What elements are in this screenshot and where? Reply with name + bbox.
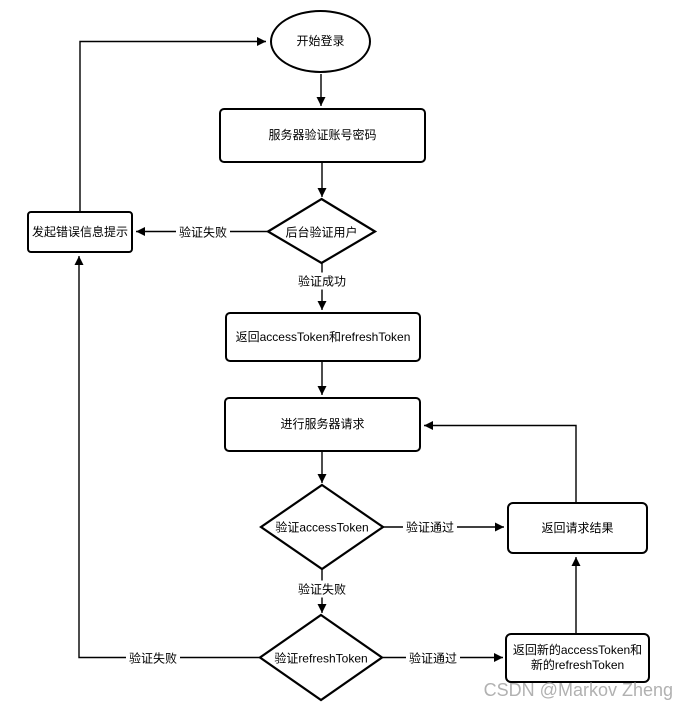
node-backend-verify-user-label: 后台验证用户 bbox=[285, 225, 358, 239]
edge-label-backend-success: 验证成功 bbox=[294, 272, 350, 290]
node-return-new-tokens-line1: 返回新的accessToken和 bbox=[512, 643, 643, 657]
node-return-new-tokens-line2: 新的refreshToken bbox=[530, 658, 625, 672]
node-return-tokens: 返回accessToken和refreshToken bbox=[225, 312, 421, 362]
node-return-result: 返回请求结果 bbox=[507, 502, 648, 554]
node-verify-refresh-token-label: 验证refreshToken bbox=[274, 651, 368, 665]
diamond-verify-refresh-token-shape bbox=[258, 613, 384, 702]
node-verify-access-token-label: 验证accessToken bbox=[275, 520, 369, 535]
node-return-new-tokens-label: 返回新的accessToken和 新的refreshToken bbox=[513, 643, 642, 673]
node-verify-account: 服务器验证账号密码 bbox=[219, 108, 426, 163]
diamond-verify-access-token-shape bbox=[259, 483, 385, 571]
node-error-prompt: 发起错误信息提示 bbox=[27, 211, 133, 253]
edge-return-result-to-server-request bbox=[424, 421, 577, 502]
edge-label-refresh-fail: 验证失败 bbox=[125, 649, 181, 666]
node-error-prompt-label: 发起错误信息提示 bbox=[31, 224, 128, 239]
edge-label-access-fail: 验证失败 bbox=[294, 580, 350, 598]
node-return-new-tokens: 返回新的accessToken和 新的refreshToken bbox=[505, 633, 650, 683]
node-return-result-label: 返回请求结果 bbox=[541, 520, 614, 535]
diamond-backend-verify-user-shape bbox=[265, 197, 378, 265]
edge-label-refresh-pass: 验证通过 bbox=[405, 649, 461, 666]
edge-label-backend-fail: 验证失败 bbox=[175, 223, 231, 240]
watermark: CSDN @Markov Zheng bbox=[483, 680, 673, 700]
edge-label-access-pass: 验证通过 bbox=[402, 518, 458, 536]
node-server-request-label: 进行服务器请求 bbox=[280, 417, 365, 431]
edge-refresh-fail-to-error-prompt bbox=[74, 256, 260, 659]
node-verify-account-label: 服务器验证账号密码 bbox=[268, 128, 377, 142]
edge-error-prompt-to-start bbox=[79, 37, 266, 211]
node-start: 开始登录 bbox=[270, 10, 371, 73]
node-server-request: 进行服务器请求 bbox=[224, 397, 421, 452]
node-start-label: 开始登录 bbox=[296, 34, 345, 48]
node-return-tokens-label: 返回accessToken和refreshToken bbox=[235, 329, 411, 344]
